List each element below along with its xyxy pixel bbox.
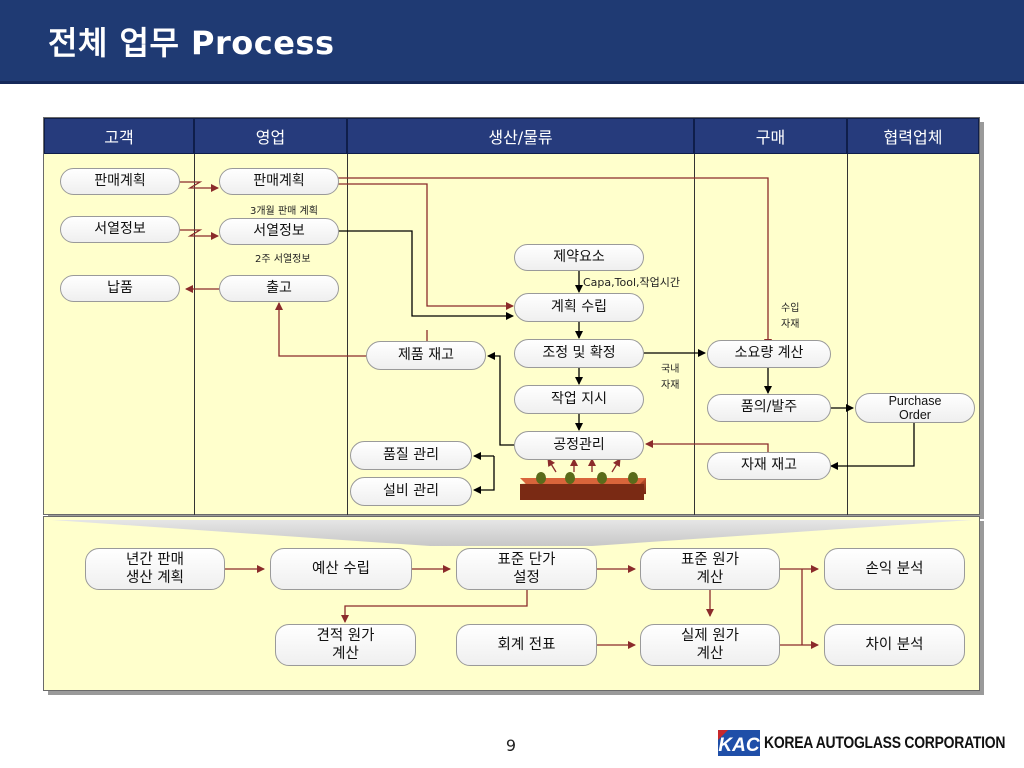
estimate-cost-box: 견적 원가 계산	[275, 624, 416, 666]
customer-delivery-box: 납품	[60, 275, 180, 302]
purchase-order-box: Purchase Order	[855, 393, 975, 423]
column-divider	[194, 154, 195, 515]
product-stock-box: 제품 재고	[366, 341, 486, 370]
import-material-note: 수입	[781, 303, 800, 314]
column-header-supplier: 협력업체	[847, 118, 979, 154]
sales-seq-info-box: 서열정보	[219, 218, 339, 245]
customer-sales-plan-box: 판매계획	[60, 168, 180, 195]
adjust-confirm-box: 조정 및 확정	[514, 339, 644, 368]
import-material-note: 자재	[781, 319, 800, 330]
purchase-order-line: Order	[899, 408, 931, 422]
standard-price-line: 표준 단가	[497, 551, 556, 568]
upper-panel	[43, 117, 980, 515]
purchase-order-line: Purchase	[888, 393, 942, 408]
page-number: 9	[505, 736, 517, 755]
column-header-sales: 영업	[194, 118, 347, 154]
planning-box: 계획 수립	[514, 293, 644, 322]
standard-cost-line: 표준 원가	[681, 551, 739, 568]
column-divider	[694, 154, 695, 515]
process-management-box: 공정관리	[514, 431, 644, 460]
column-header-customer: 고객	[44, 118, 194, 154]
constraints-note: Capa,Tool,작업시간	[583, 276, 680, 289]
domestic-material-note: 자재	[661, 380, 680, 391]
column-divider	[347, 154, 348, 515]
requirement-calc-box: 소요량 계산	[707, 340, 831, 368]
sales-plan-note: 3개월 판매 계획	[250, 206, 318, 217]
sales-seq-note: 2주 서열정보	[255, 254, 311, 265]
profit-analysis-box: 손익 분석	[824, 548, 965, 590]
standard-cost-line: 계산	[696, 570, 724, 586]
column-header-production: 생산/물류	[347, 118, 694, 154]
sales-plan-box: 판매계획	[219, 168, 339, 195]
column-header-purchase: 구매	[694, 118, 847, 154]
company-logo: KAC	[718, 730, 760, 756]
approval-order-box: 품의/발주	[707, 394, 831, 422]
actual-cost-line: 실제 원가	[681, 627, 739, 644]
estimate-cost-line: 견적 원가	[316, 627, 375, 644]
standard-price-line: 설정	[513, 570, 540, 586]
budget-box: 예산 수립	[270, 548, 412, 590]
quality-management-box: 품질 관리	[350, 441, 472, 470]
constraints-box: 제약요소	[514, 244, 644, 271]
actual-cost-line: 계산	[696, 646, 724, 662]
actual-cost-box: 실제 원가 계산	[640, 624, 780, 666]
equipment-management-box: 설비 관리	[350, 477, 472, 506]
annual-plan-line: 생산 계획	[126, 570, 184, 586]
accounting-voucher-box: 회계 전표	[456, 624, 597, 666]
work-order-box: 작업 지시	[514, 385, 644, 414]
column-divider	[847, 154, 848, 515]
annual-plan-box: 년간 판매 생산 계획	[85, 548, 225, 590]
material-stock-box: 자재 재고	[707, 452, 831, 480]
estimate-cost-line: 계산	[332, 646, 359, 662]
standard-cost-box: 표준 원가 계산	[640, 548, 780, 590]
customer-seq-info-box: 서열정보	[60, 216, 180, 243]
annual-plan-line: 년간 판매	[126, 551, 184, 568]
page-title: 전체 업무 Process	[48, 24, 335, 62]
company-name: KOREA AUTOGLASS CORPORATION	[764, 733, 1006, 752]
variance-analysis-box: 차이 분석	[824, 624, 965, 666]
svg-text:KAC: KAC	[718, 735, 759, 756]
sales-shipping-box: 출고	[219, 275, 339, 302]
standard-price-box: 표준 단가 설정	[456, 548, 597, 590]
domestic-material-note: 국내	[661, 364, 680, 375]
title-bar: 전체 업무 Process	[0, 0, 1024, 84]
